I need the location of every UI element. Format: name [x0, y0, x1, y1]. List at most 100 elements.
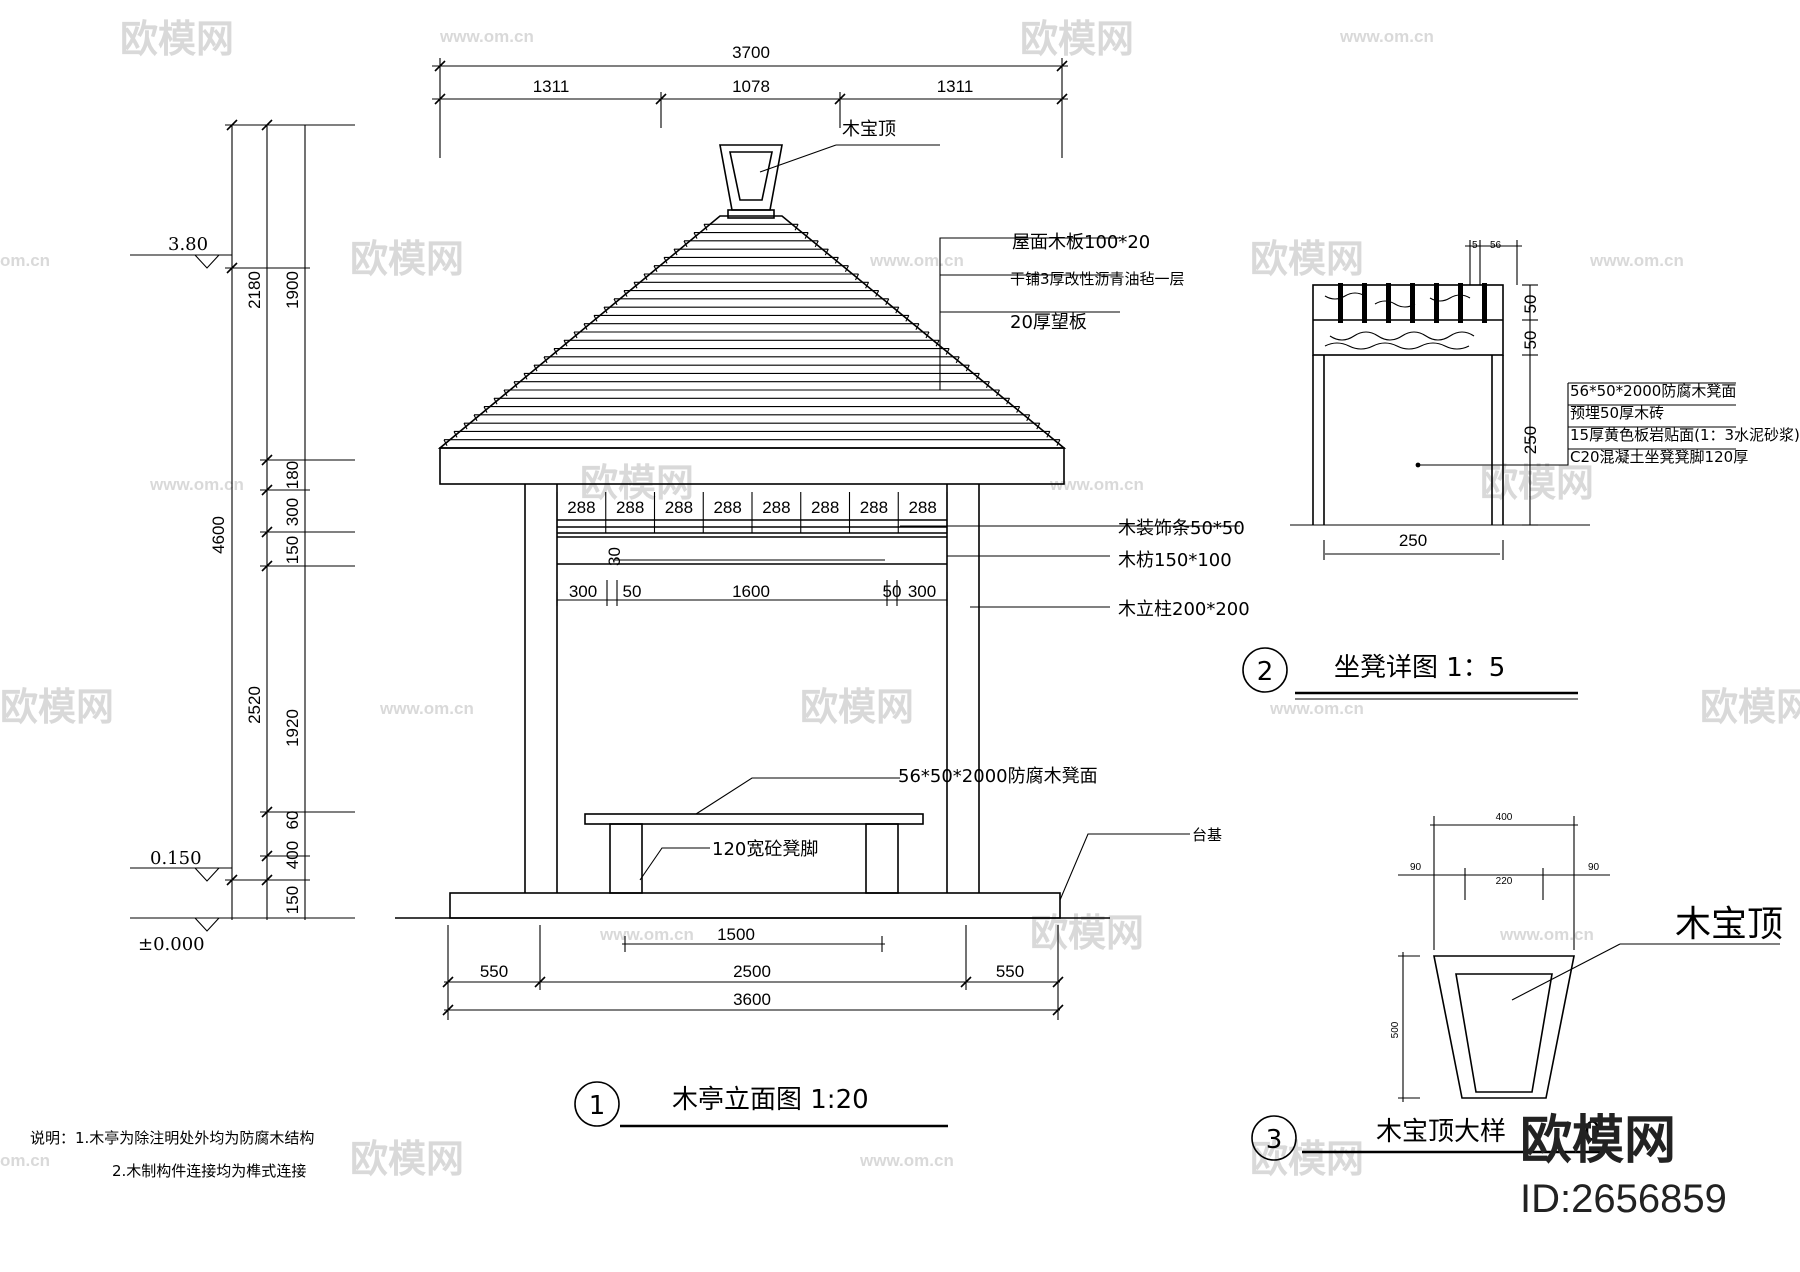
bench-slat	[1434, 283, 1439, 323]
watermark-text: 欧模网	[580, 461, 694, 505]
elevation-title-text: 木亭立面图 1:20	[672, 1085, 869, 1115]
svg-text:500: 500	[1390, 1021, 1401, 1038]
bench-slat	[1410, 283, 1415, 323]
roof-board-edge	[804, 232, 809, 239]
bench-detail: 5 56 50 50 250 250 56	[1242, 240, 1800, 700]
svg-text:550: 550	[996, 962, 1024, 981]
roof-board-edge	[1056, 439, 1061, 446]
left-dimension-column: 4600 2180 2520 1900 180 300 150 1920 60 …	[130, 119, 355, 955]
svg-text:0: 0	[1584, 1117, 1601, 1147]
platform-base: 台基	[395, 826, 1222, 919]
level-marker-base: 0.150	[130, 848, 232, 882]
roof-board-edge	[1046, 431, 1051, 438]
roof-board-edge	[1006, 398, 1011, 405]
bench-leg-label: 120宽砼凳脚	[712, 839, 818, 860]
top-dimensions: 3700 1311 1078 1311	[432, 43, 1068, 158]
bench-label: 56*50*2000防腐木凳面	[898, 766, 1098, 787]
beam-spacing-label: 288	[616, 498, 644, 517]
dim-inner: 1920	[283, 709, 302, 747]
roof-board-edge	[563, 340, 568, 347]
level-marker-ground: ±0.000	[130, 917, 232, 955]
svg-text:±0.000: ±0.000	[138, 934, 205, 955]
general-notes: 说明：1.木亭为除注明处外均为防腐木结构 2.木制构件连接均为榫式连接	[30, 1129, 314, 1180]
svg-text:50: 50	[1521, 331, 1540, 350]
finial: 木宝顶	[719, 119, 940, 219]
svg-text:1600: 1600	[732, 582, 770, 601]
svg-text:50: 50	[1521, 295, 1540, 314]
beam-spacing-label: 288	[713, 498, 741, 517]
dim-total-height: 4600	[209, 516, 228, 554]
bench-note: C20混凝土坐凳凳脚120厚	[1570, 448, 1748, 466]
svg-text:90: 90	[1588, 862, 1600, 873]
roof-board-edge	[683, 240, 688, 248]
bench-note: 预埋50厚木砖	[1570, 404, 1664, 422]
brand-logo-text: 欧模网	[1520, 1111, 1676, 1171]
roof-note-leaders: 屋面木板100*20 干铺3厚改性沥青油毡一层 20厚望板	[939, 232, 1185, 390]
roof-board-edge	[623, 290, 628, 297]
dim-left-span: 1311	[533, 77, 570, 96]
roof-board-edge	[996, 389, 1000, 397]
roof-board-edge	[824, 248, 829, 256]
component-label: 木枋150*100	[1118, 550, 1232, 571]
roof-board-edge	[503, 389, 508, 397]
roof-board-edge	[553, 348, 558, 355]
roof-board-edge	[955, 356, 960, 364]
svg-text:250: 250	[1399, 531, 1427, 550]
watermark-text: 欧模网	[1250, 237, 1364, 281]
watermark-url: www.om.cn	[1499, 925, 1594, 944]
watermark-text: 欧模网	[120, 17, 234, 61]
watermark-url: om.cn	[0, 251, 50, 270]
roof-board-edge	[1036, 422, 1041, 430]
bench-note: 56*50*2000防腐木凳面	[1570, 382, 1736, 400]
beam-spacing-label: 288	[860, 498, 888, 517]
roof-board-edge	[493, 398, 498, 405]
watermark-url: www.om.cn	[379, 699, 474, 718]
svg-text:1500: 1500	[717, 925, 755, 944]
finial-detail-title: 木宝顶大样	[1376, 1117, 1506, 1147]
roof-board-edge	[593, 315, 598, 322]
roof-board-edge	[473, 414, 478, 422]
beam-spacing-label: 288	[762, 498, 790, 517]
roof-board-edge	[633, 282, 638, 289]
title-number: 1	[589, 1091, 606, 1121]
svg-text:550: 550	[480, 962, 508, 981]
dim-height-roof: 2180	[245, 271, 264, 309]
beam-spacing-label: 288	[665, 498, 693, 517]
svg-text:50: 50	[623, 582, 642, 601]
watermark-url: www.om.cn	[859, 1151, 954, 1170]
roof-board-edge	[533, 364, 538, 372]
watermark-text: 欧模网	[800, 685, 914, 729]
brand-watermark: 欧模网 ID:2656859	[1520, 1111, 1727, 1221]
watermark-url: www.om.cn	[1339, 27, 1434, 46]
bench-slat	[1386, 283, 1391, 323]
beam-spacing-label: 288	[908, 498, 936, 517]
finial-detail-label: 木宝顶	[1675, 904, 1783, 945]
finial-detail: 400 90 220 90 500 木宝顶 3 木宝顶大样 0	[1251, 812, 1783, 1161]
dim-right-span: 1311	[937, 77, 974, 96]
watermark-url: www.om.cn	[869, 251, 964, 270]
watermark-url: www.om.cn	[599, 925, 694, 944]
svg-text:2500: 2500	[733, 962, 771, 981]
dim-inner: 300	[283, 498, 302, 526]
roof-board-edge	[945, 348, 950, 355]
bench-slat	[1338, 283, 1343, 323]
roof-board-edge	[583, 323, 588, 330]
roof-board-edge	[814, 240, 819, 248]
roof-board-edge	[613, 298, 618, 306]
base-label: 台基	[1192, 826, 1222, 844]
svg-text:220: 220	[1496, 876, 1513, 887]
svg-text:50: 50	[883, 582, 902, 601]
beam-spacing-label: 288	[811, 498, 839, 517]
dim-inner: 60	[283, 811, 302, 830]
svg-text:3.80: 3.80	[168, 234, 208, 255]
svg-text:30: 30	[605, 547, 624, 566]
bottom-dimensions: 1500 550 2500 550 3600	[442, 925, 1064, 1020]
bench-detail-title: 坐凳详图 1：5	[1334, 653, 1505, 683]
roof-board-edge	[663, 257, 668, 264]
pavilion-elevation: 木宝顶 屋面木板100*20 干铺3厚改性沥青油毡一层 20厚望板	[395, 119, 1250, 1128]
dim-inner: 150	[283, 886, 302, 914]
roof-board-edge	[643, 273, 648, 281]
roof-board-edge	[1026, 414, 1031, 422]
